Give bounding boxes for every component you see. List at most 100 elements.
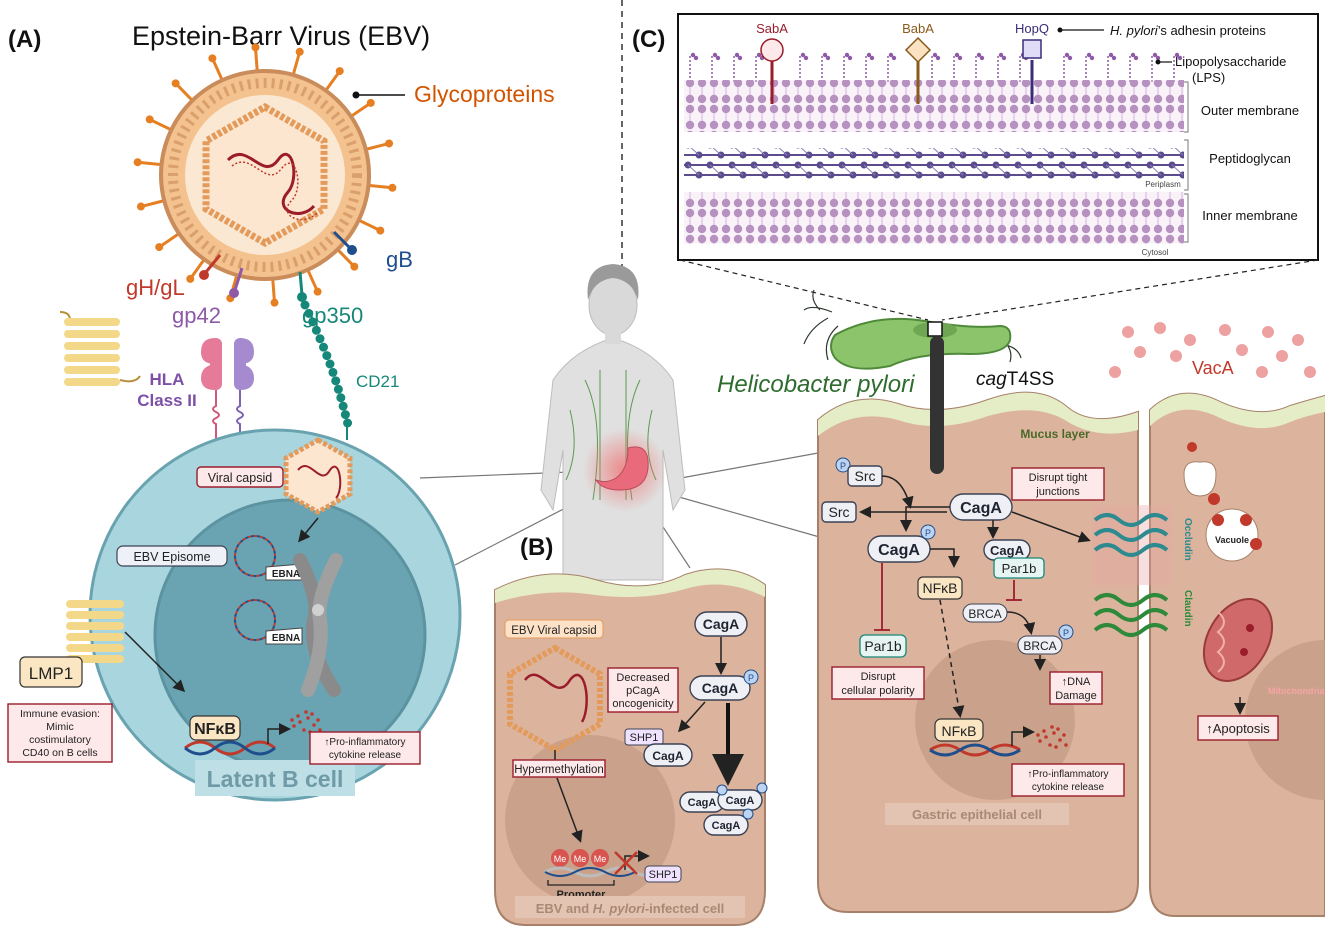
- c-p-brca: P: [1063, 628, 1069, 638]
- disrupt-tight-line2: junctions: [1035, 486, 1080, 498]
- mitochondria-icon: [1202, 598, 1274, 682]
- b-cell-label: EBV and H. pylori-infected cell: [536, 901, 725, 916]
- immune-evasion-line2: Mimic: [46, 721, 73, 733]
- ebv-virion: [133, 43, 397, 307]
- panel-a-label: (A): [8, 26, 41, 53]
- vaca-label: VacA: [1192, 358, 1234, 378]
- h-pylori-label: Helicobacter pylori: [717, 371, 915, 398]
- panel-c-label: (C): [632, 26, 665, 53]
- baba-icon: [904, 36, 932, 64]
- immune-evasion-line1: Immune evasion:: [20, 708, 100, 720]
- peptidoglycan-layer: [684, 148, 1184, 180]
- b-caga-top: CagA: [703, 616, 740, 632]
- b-capsid-label: EBV Viral capsid: [511, 625, 596, 637]
- cytokine-a-line1: ↑Pro-inflammatory: [324, 737, 405, 748]
- methylation-marks: [551, 849, 609, 867]
- ebv-title: Epstein-Barr Virus (EBV): [132, 21, 430, 51]
- mucus-label: Mucus layer: [1020, 427, 1090, 441]
- c-caga-p: CagA: [878, 542, 920, 559]
- hla-label-line2: Class II: [137, 391, 197, 410]
- b-caga-shp1: CagA: [652, 749, 684, 763]
- b-caga-c: CagA: [712, 820, 741, 832]
- cytokine-c-line2: cytokine release: [1032, 782, 1105, 793]
- inner-membrane: [684, 192, 1184, 244]
- human-figure: [540, 264, 686, 581]
- latent-b-cell-label-bg: [195, 760, 355, 796]
- hypermethylation-label: Hypermethylation: [514, 764, 603, 776]
- nfkb-label-a: NFκB: [194, 721, 236, 738]
- vaca-toxin-dots: [1109, 322, 1316, 378]
- b-caga-p: CagA: [702, 680, 739, 696]
- occludin-junction: [1092, 505, 1172, 637]
- adhesin-label: H. pylori’s adhesin proteins: [1110, 23, 1266, 38]
- panel-b-label: (B): [520, 534, 553, 561]
- ebna-label-1: EBNA: [272, 569, 300, 580]
- b-decreased-line3: oncogenicity: [612, 698, 674, 710]
- saba-icon: [760, 38, 784, 62]
- cytokine-c-line1: ↑Pro-inflammatory: [1027, 769, 1108, 780]
- viral-capsid-label: Viral capsid: [208, 471, 272, 485]
- disrupt-polarity-line1: Disrupt: [861, 671, 896, 683]
- gh-gl-label: gH/gL: [126, 275, 185, 300]
- periplasm-label: Periplasm: [1145, 180, 1181, 189]
- lmp1-protein: [59, 311, 141, 386]
- h-pylori-bacterium: [803, 289, 1022, 370]
- b-shp1-gene-label: SHP1: [649, 869, 678, 881]
- hopq-label: HopQ: [1015, 21, 1049, 36]
- viral-capsid-icon: [283, 437, 353, 515]
- occludin-label: Occludin: [1182, 518, 1193, 561]
- latent-b-cell-label: Latent B cell: [207, 766, 344, 792]
- mitochondria-label: Mitochondria: [1268, 686, 1325, 696]
- gp42-label: gp42: [172, 303, 221, 328]
- immune-evasion-line3: costimulatory: [29, 734, 92, 746]
- dna-helix-a: [184, 740, 276, 756]
- cag-t4ss-label: cagT4SS: [976, 369, 1054, 390]
- claudin-label: Claudin: [1182, 590, 1193, 627]
- c-src-1: Src: [855, 468, 876, 484]
- b-shp1-label: SHP1: [630, 732, 659, 744]
- capsid-hexagon: [202, 102, 328, 248]
- dna-damage-line1: ↑DNA: [1062, 676, 1091, 688]
- viral-dna: [226, 152, 316, 215]
- b-caga-a: CagA: [688, 797, 717, 809]
- ebna-label-2: EBNA: [272, 633, 300, 644]
- cd21-receptor: [300, 300, 353, 440]
- cytokine-dots-a: [290, 710, 322, 734]
- disrupt-polarity-line2: cellular polarity: [841, 685, 915, 697]
- vacuole-label: Vacuole: [1215, 535, 1249, 545]
- peptidoglycan-label: Peptidoglycan: [1209, 151, 1291, 166]
- c-caga-main: CagA: [960, 500, 1002, 517]
- chromosome-icon: [293, 553, 343, 697]
- c-brca-2: BRCA: [1023, 639, 1056, 653]
- lmp1-label: LMP1: [29, 664, 73, 683]
- c-nfkb-cyto: NFκB: [923, 580, 958, 596]
- dna-damage-line2: Damage: [1055, 690, 1097, 702]
- b-caga-b: CagA: [726, 795, 755, 807]
- c-p-src: P: [840, 461, 846, 471]
- inner-membrane-label: Inner membrane: [1202, 208, 1297, 223]
- apoptosis-label: ↑Apoptosis: [1206, 721, 1270, 736]
- b-p-badge: P: [748, 673, 754, 683]
- saba-label: SabA: [756, 21, 788, 36]
- c-nfkb-nuc: NFκB: [942, 723, 977, 739]
- gb-label: gB: [386, 247, 413, 272]
- c-nucleus: [915, 640, 1075, 800]
- c-p-caga: P: [925, 528, 931, 538]
- c-brca-1: BRCA: [968, 607, 1001, 621]
- cytokine-dots-c: [1036, 725, 1068, 749]
- baba-label: BabA: [902, 21, 934, 36]
- gastric-cell-label: Gastric epithelial cell: [912, 807, 1042, 822]
- me-label-1: Me: [554, 854, 567, 864]
- disrupt-tight-line1: Disrupt tight: [1029, 472, 1088, 484]
- outer-membrane-label: Outer membrane: [1201, 103, 1299, 118]
- episome-label: EBV Episome: [133, 550, 210, 564]
- c-caga-par: CagA: [990, 543, 1025, 558]
- t4ss-pillus: [930, 336, 944, 474]
- hopq-icon: [1022, 39, 1042, 59]
- outer-membrane: [684, 80, 1184, 132]
- me-label-3: Me: [594, 854, 607, 864]
- c-par1b-alone: Par1b: [864, 638, 902, 654]
- c-par1b-complex: Par1b: [1002, 561, 1037, 576]
- cd21-label: CD21: [356, 372, 399, 391]
